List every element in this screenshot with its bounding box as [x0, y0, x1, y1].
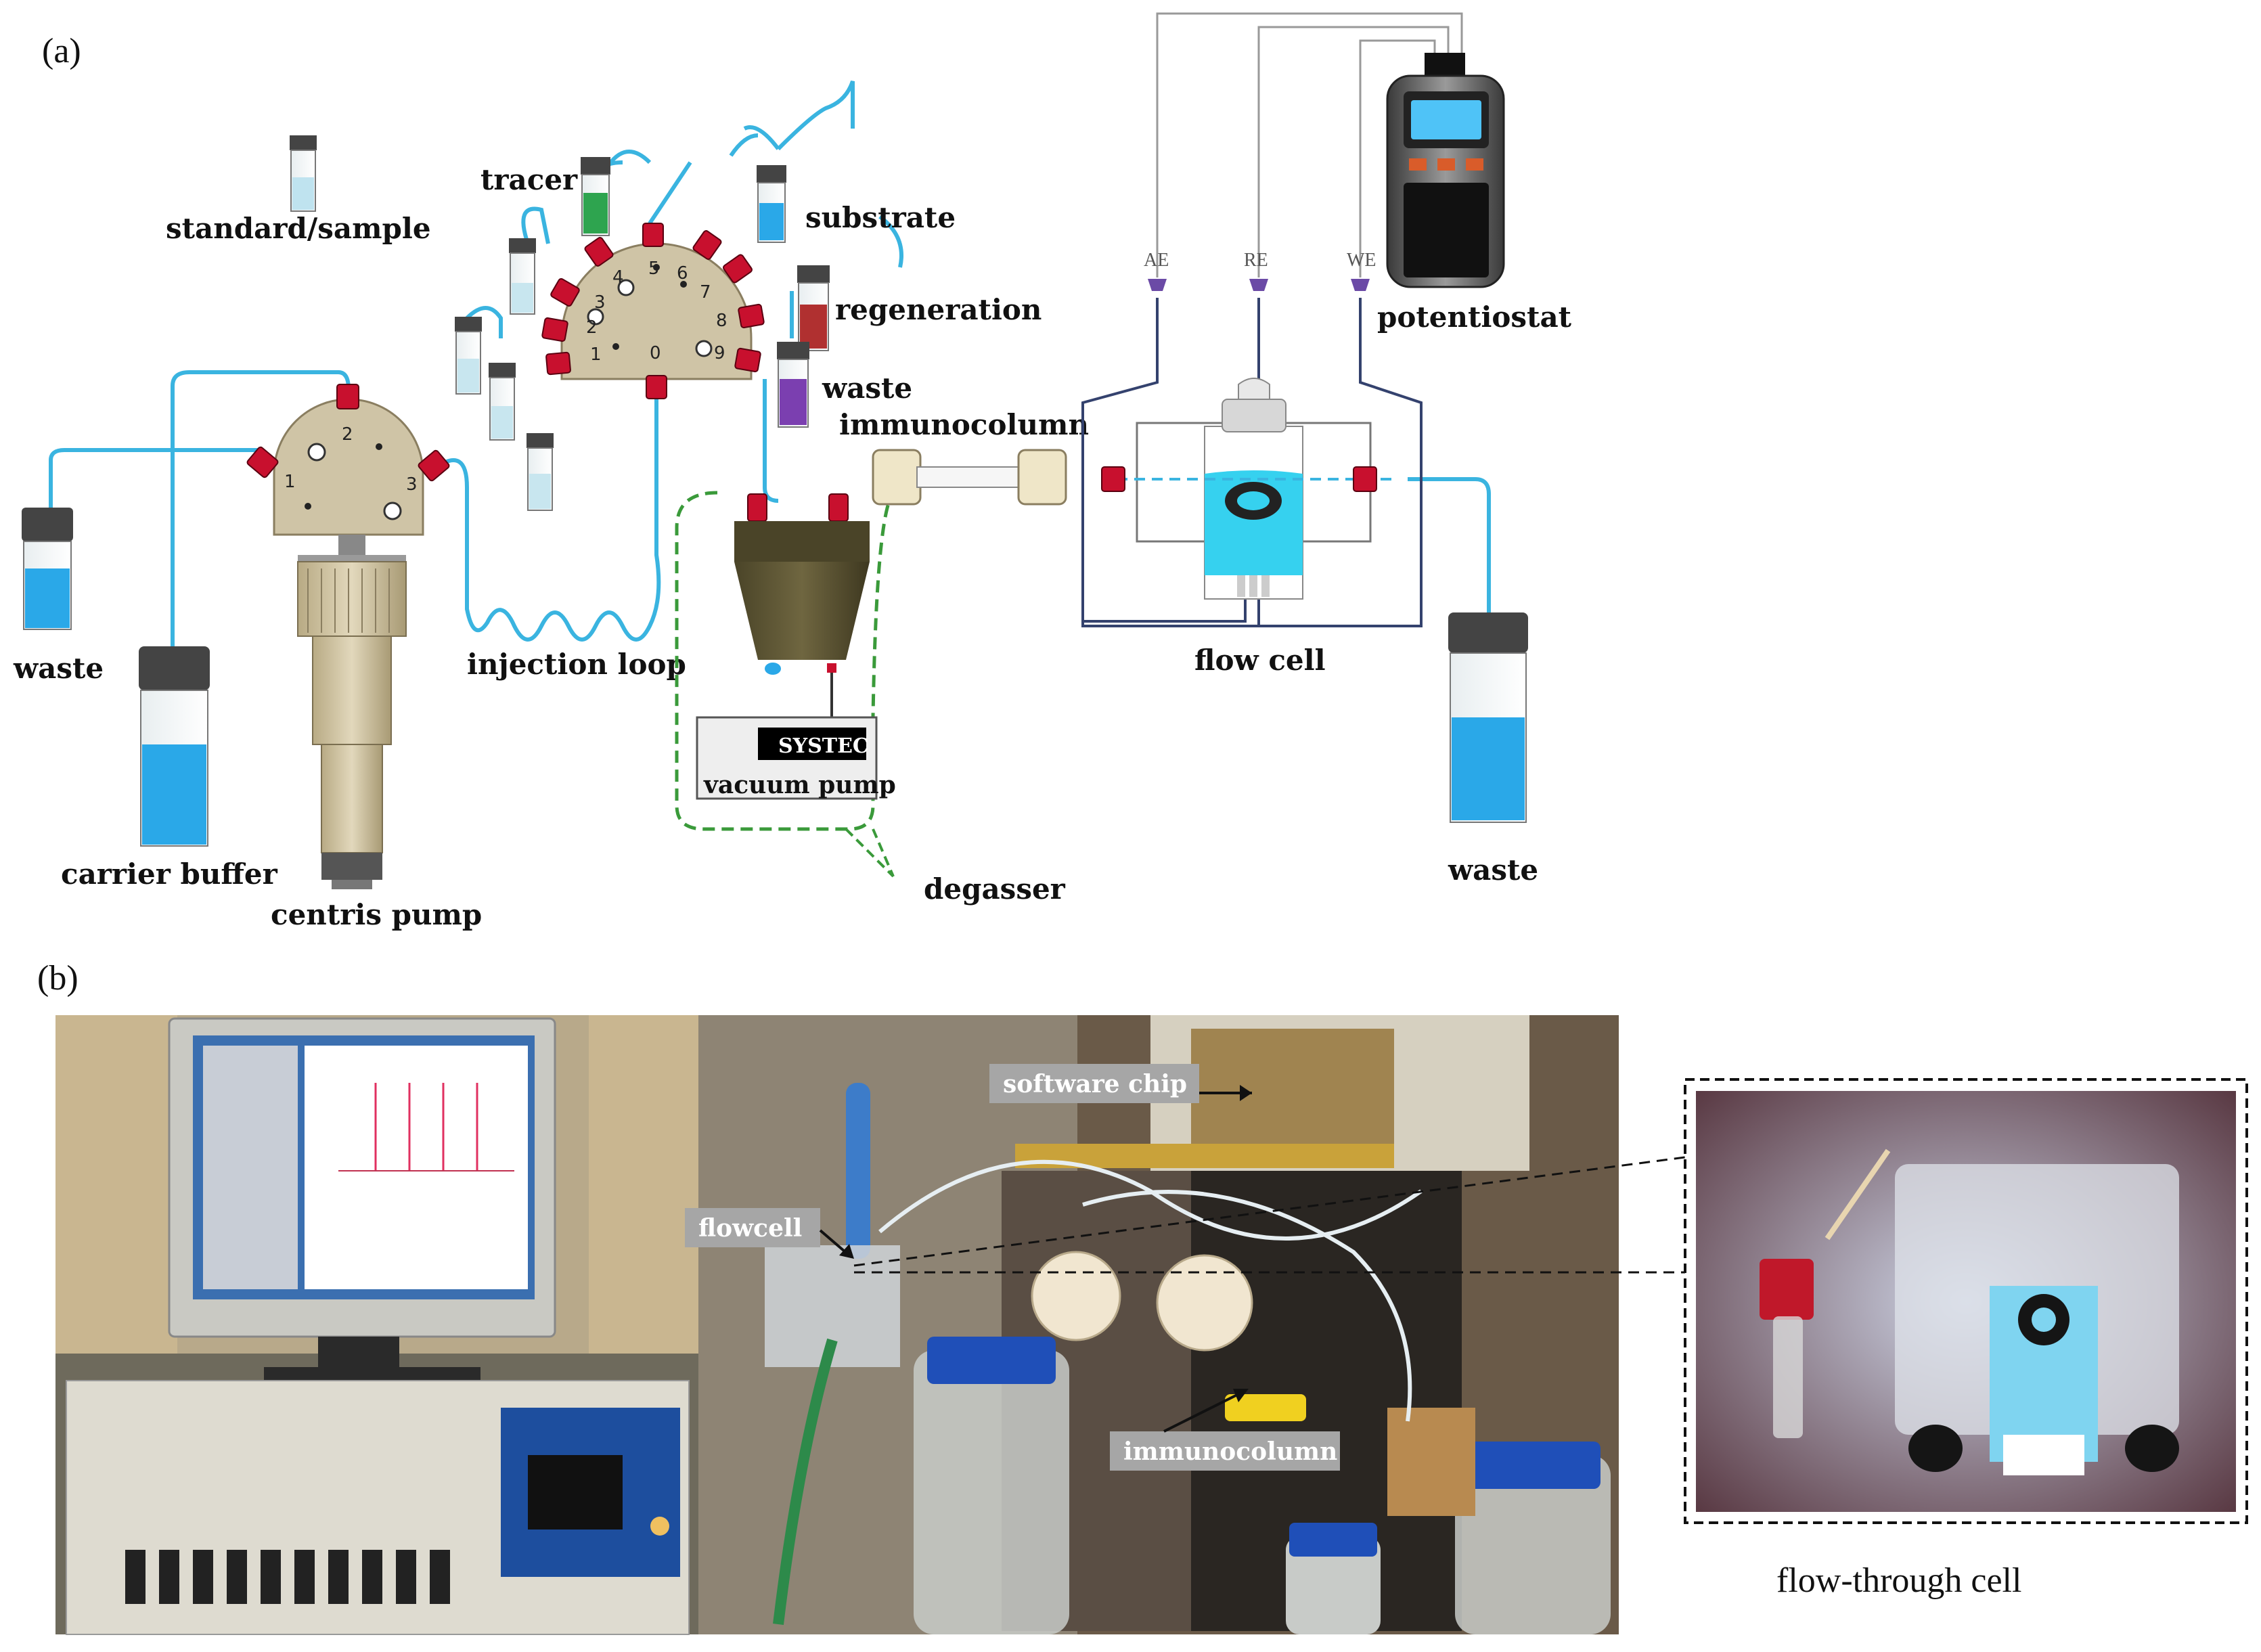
carrier-buffer-bottle — [139, 646, 210, 847]
degasser-pointer — [845, 828, 895, 878]
inset-callout-lines — [853, 1156, 1686, 1274]
flow-cell — [1101, 378, 1394, 600]
label-potentiostat: potentiostat — [1377, 300, 1572, 334]
label-substrate: substrate — [805, 201, 956, 234]
standard-sample-vial — [290, 135, 317, 212]
valve-pos-5: 5 — [648, 259, 660, 279]
immunocolumn — [872, 449, 1067, 506]
waste-valve-vial — [777, 342, 809, 428]
inset-caption: flow-through cell — [1776, 1561, 2021, 1600]
label-waste-valve: waste — [822, 372, 912, 405]
label-flow-cell: flow cell — [1194, 644, 1326, 677]
svg-text:software chip: software chip — [1003, 1070, 1187, 1098]
valve-pos-4: 4 — [612, 267, 624, 288]
degasser-outline — [675, 491, 895, 831]
substrate-vial — [757, 165, 786, 243]
label-centris-pump: centris pump — [271, 898, 482, 931]
regeneration-vial — [797, 265, 830, 351]
pump-port-3: 3 — [406, 474, 418, 495]
panel-b-label: (b) — [37, 959, 79, 998]
label-standard-sample: standard/sample — [166, 212, 431, 245]
potentiostat — [1386, 53, 1505, 288]
label-waste-right: waste — [1448, 853, 1538, 887]
valve-pos-6: 6 — [677, 263, 688, 284]
pump-valve: 2 1 3 — [246, 384, 450, 536]
pump-port-1: 1 — [284, 472, 296, 492]
valve-pos-3: 3 — [594, 292, 606, 313]
tag-software-chip: software chip — [989, 1064, 1252, 1103]
valve-pos-8: 8 — [716, 311, 727, 331]
photo-flow-system — [698, 1015, 1619, 1634]
vacuum-pump: SYSTEC — [696, 716, 878, 800]
electrode-ae: AE — [1144, 250, 1169, 271]
tag-immunocolumn: immunocolumn — [1110, 1389, 1340, 1471]
label-vacuum-pump: vacuum pump — [703, 771, 896, 799]
waste-left-vial — [22, 508, 73, 630]
valve-pos-1: 1 — [590, 344, 602, 365]
label-injection-loop: injection loop — [467, 648, 686, 681]
label-waste-left: waste — [13, 652, 104, 685]
valve-pos-9: 9 — [714, 343, 725, 363]
label-tracer: tracer — [480, 163, 578, 196]
label-carrier-buffer: carrier buffer — [61, 857, 278, 891]
inset-flow-through-cell — [1684, 1078, 2248, 1524]
potentiostat-leads — [1156, 12, 1463, 277]
label-regeneration: regeneration — [835, 293, 1042, 326]
degasser-chamber — [734, 493, 870, 717]
electrode-re: RE — [1244, 250, 1268, 271]
svg-text:immunocolumn: immunocolumn — [1123, 1437, 1337, 1466]
electrode-we: WE — [1347, 250, 1376, 271]
tag-flowcell: flowcell — [685, 1208, 854, 1259]
svg-text:flowcell: flowcell — [698, 1214, 802, 1243]
selection-valve: 0 1 2 3 4 5 6 7 8 9 — [541, 223, 765, 399]
panel-a-label: (a) — [42, 32, 81, 70]
systec-label: SYSTEC — [778, 734, 869, 758]
electrode-connectors — [1148, 279, 1370, 291]
waste-right-vial — [1448, 612, 1528, 823]
photo-computer-autolab — [55, 1015, 698, 1635]
valve-pos-7: 7 — [700, 282, 711, 303]
sample-vials — [455, 238, 554, 511]
tracer-vial — [581, 157, 610, 236]
electrode-wires — [1081, 298, 1423, 627]
label-immunocolumn: immunocolumn — [839, 408, 1089, 441]
centris-pump — [297, 535, 407, 889]
label-degasser: degasser — [924, 872, 1066, 906]
valve-pos-0: 0 — [650, 343, 661, 363]
pump-port-2: 2 — [342, 424, 353, 445]
valve-pos-2: 2 — [586, 317, 598, 338]
